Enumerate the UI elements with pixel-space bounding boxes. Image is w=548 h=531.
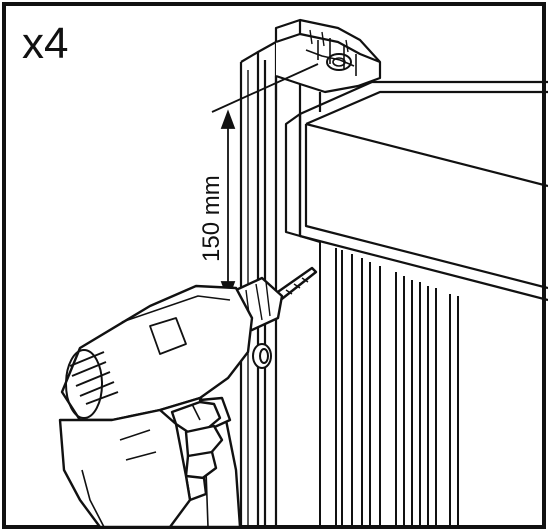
hand-icon bbox=[58, 400, 224, 529]
glass-panel bbox=[319, 242, 459, 527]
frame-hole bbox=[252, 343, 272, 369]
frame-profile-icon bbox=[239, 18, 382, 527]
multiplier-label: x4 bbox=[22, 19, 68, 68]
dimension-label: 150 mm bbox=[198, 175, 225, 262]
top-rail bbox=[284, 80, 548, 302]
